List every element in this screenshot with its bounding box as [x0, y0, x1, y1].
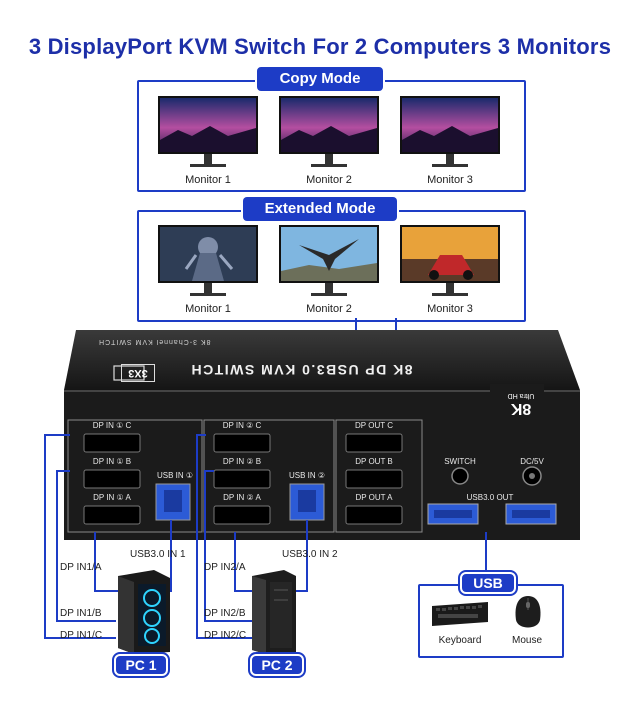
- port-label-pc1-a: DP IN ① A: [93, 493, 131, 502]
- page-title: 3 DisplayPort KVM Switch For 2 Computers…: [28, 34, 612, 59]
- port-label-usb-out: USB3.0 OUT: [466, 493, 514, 502]
- extended-mode-label: Extended Mode: [243, 197, 397, 221]
- wire-pc2-b-h2: [204, 620, 252, 622]
- monitor-icon: [400, 96, 500, 167]
- pc2-label: PC 2: [250, 654, 304, 676]
- wire-pc1-b-h2: [56, 620, 116, 622]
- wire-pc2-usb-h: [290, 590, 308, 592]
- extended-monitor-3: [400, 225, 500, 306]
- port-label-pc2-c: DP IN ② C: [222, 421, 262, 430]
- extended-monitor-2: [279, 225, 379, 306]
- wire-pc2-c-h: [196, 434, 206, 436]
- usb-label: USB: [460, 572, 516, 594]
- wire-pc2-b-h: [204, 470, 214, 472]
- copy-monitor-3-label: Monitor 3: [427, 174, 473, 186]
- mouse-icon: [512, 594, 544, 634]
- wire-pc1-c-v: [44, 434, 46, 639]
- monitor-icon: [279, 225, 379, 296]
- port-label-pc2-usb: USB IN ②: [288, 471, 326, 480]
- monitor-icon: [279, 96, 379, 167]
- wire-pc2-c-h2: [196, 637, 252, 639]
- port-label-pc1-usb: USB IN ①: [156, 471, 194, 480]
- mouse-label: Mouse: [511, 635, 542, 646]
- device-front-text: 8K DP USB3.0 KVM SWITCH: [190, 362, 413, 378]
- pc-tower-icon: [118, 570, 170, 654]
- port-label-out-a: DP OUT A: [355, 493, 393, 502]
- extended-monitor-2-label: Monitor 2: [306, 303, 352, 315]
- wire-pc1-usb-v: [170, 520, 172, 592]
- cable-label-pc2-c: DP IN2/C: [204, 630, 247, 641]
- wire-pc1-b-v: [56, 470, 58, 622]
- port-label-out-b: DP OUT B: [355, 457, 393, 466]
- cable-label-pc1-c: DP IN1/C: [60, 630, 103, 641]
- port-label-out-c: DP OUT C: [355, 421, 393, 430]
- pc-tower-icon: [252, 570, 296, 654]
- copy-monitor-1: [158, 96, 258, 177]
- logo-big: 8K: [510, 400, 532, 417]
- kvm-device-body: [64, 330, 580, 540]
- wire-pc2-a-v: [234, 532, 236, 592]
- cable-label-pc1-b: DP IN1/B: [60, 608, 102, 619]
- copy-monitor-2: [279, 96, 379, 177]
- cable-label-pc2-usb: USB3.0 IN 2: [282, 549, 338, 560]
- wire-pc2-b-v: [204, 470, 206, 622]
- port-label-pc2-a: DP IN ② A: [223, 493, 261, 502]
- wire-pc2-c-v: [196, 434, 198, 639]
- copy-mode-label: Copy Mode: [257, 67, 383, 91]
- port-label-switch: SWITCH: [444, 457, 476, 466]
- extended-monitor-3-label: Monitor 3: [427, 303, 473, 315]
- pc2-tower: [250, 570, 298, 654]
- port-label-pc1-c: DP IN ① C: [92, 421, 132, 430]
- device-badge: 3X3: [121, 364, 155, 382]
- monitor-icon: [400, 225, 500, 296]
- cable-label-pc2-a: DP IN2/A: [204, 562, 246, 573]
- wire-pc2-a-h: [234, 590, 254, 592]
- pc1-label: PC 1: [114, 654, 168, 676]
- port-label-power: DC/5V: [520, 457, 544, 466]
- copy-monitor-2-label: Monitor 2: [306, 174, 352, 186]
- wire-pc2-usb-v: [306, 520, 308, 592]
- keyboard-icon: [430, 598, 490, 628]
- wire-usb-out: [485, 532, 487, 572]
- copy-monitor-3: [400, 96, 500, 177]
- keyboard-label: Keyboard: [438, 635, 482, 646]
- device-top-label: 8K 3-Channel KVM SWITCH: [98, 338, 211, 345]
- extended-monitor-1: [158, 225, 258, 306]
- monitor-icon: [158, 96, 258, 167]
- wire-pc1-a-v: [94, 532, 96, 592]
- wire-pc1-c-h: [44, 434, 70, 436]
- cable-label-pc1-usb: USB3.0 IN 1: [130, 549, 186, 560]
- wire-pc1-c-h2: [44, 637, 116, 639]
- wire-pc1-b-h: [56, 470, 70, 472]
- cable-label-pc2-b: DP IN2/B: [204, 608, 246, 619]
- port-label-pc2-b: DP IN ② B: [222, 457, 262, 466]
- extended-monitor-1-label: Monitor 1: [185, 303, 231, 315]
- kvm-switch-device: [58, 328, 582, 543]
- monitor-icon: [158, 225, 258, 296]
- cable-label-pc1-a: DP IN1/A: [60, 562, 102, 573]
- wire-pc1-a-h: [94, 590, 118, 592]
- device-logo: 8K Ultra HD: [494, 386, 548, 417]
- pc1-tower: [114, 570, 172, 654]
- copy-monitor-1-label: Monitor 1: [185, 174, 231, 186]
- port-label-pc1-b: DP IN ① B: [92, 457, 132, 466]
- logo-small: Ultra HD: [507, 392, 535, 399]
